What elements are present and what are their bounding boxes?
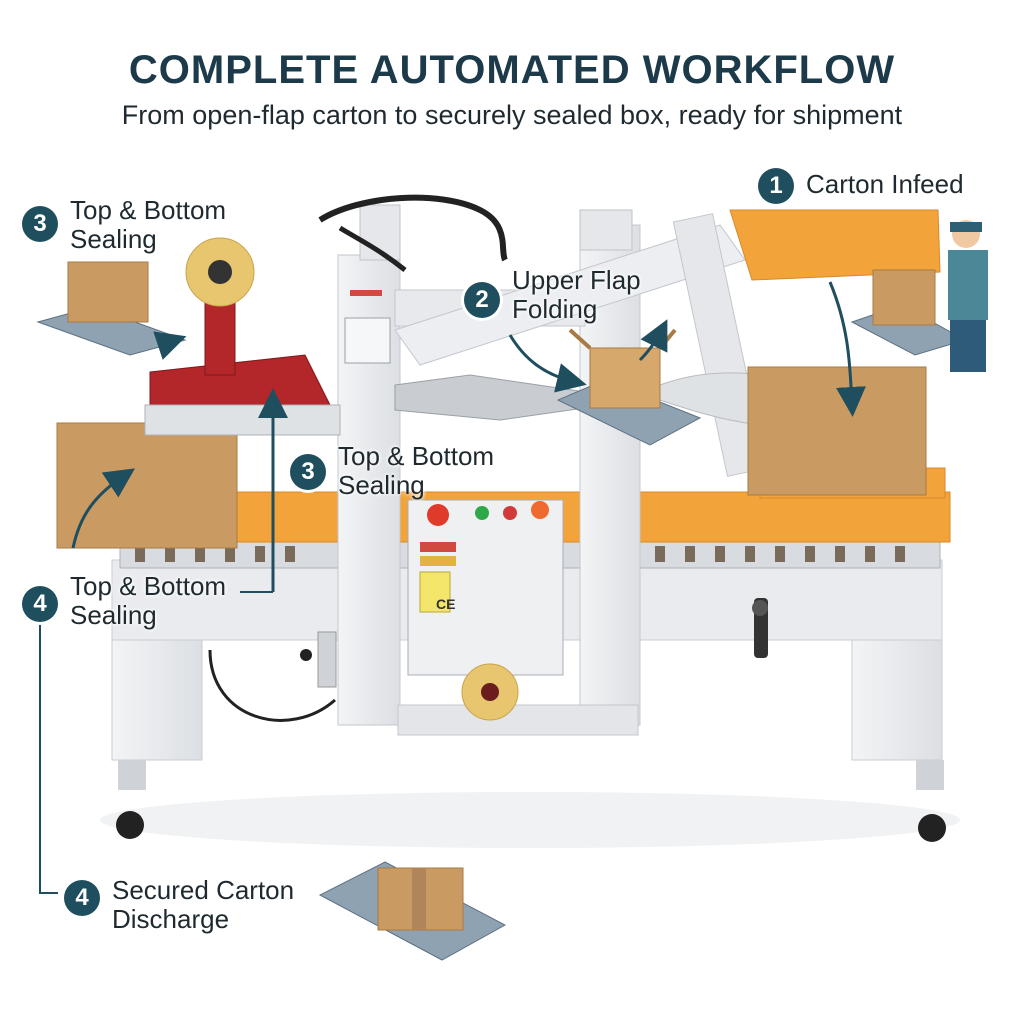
- incoming-carton: [747, 366, 927, 496]
- floor-shadow: [100, 792, 960, 848]
- step-label: Carton Infeed: [806, 169, 964, 199]
- step-number-badge: 3: [290, 454, 326, 490]
- height-crank: [752, 598, 768, 658]
- step-upper-flap-folding: 2 Upper Flap Folding: [464, 266, 662, 324]
- page-title: COMPLETE AUTOMATED WORKFLOW: [128, 48, 896, 92]
- step-label: Top & Bottom Sealing: [70, 571, 227, 630]
- page-subtitle: From open-flap carton to securely sealed…: [121, 100, 903, 130]
- step-top-bottom-sealing-lower: 4 Top & Bottom Sealing: [22, 572, 260, 630]
- step-label: Upper Flap Folding: [512, 265, 641, 324]
- step-number-badge: 4: [22, 586, 58, 622]
- ce-mark: CE: [436, 596, 456, 612]
- caster-wheel: [116, 811, 144, 839]
- caster-wheel: [918, 814, 946, 842]
- control-box: [407, 499, 564, 721]
- step-number-badge: 4: [64, 880, 100, 916]
- vignette-discharge: [318, 861, 507, 961]
- emergency-stop-button: [427, 504, 449, 526]
- step-top-bottom-sealing-center: 3 Top & Bottom Sealing: [290, 442, 528, 500]
- exiting-carton: [56, 422, 238, 549]
- step-connector-line: [39, 620, 58, 894]
- step-number-badge: 3: [22, 206, 58, 242]
- step-secured-carton-discharge: 4 Secured Carton Discharge: [64, 876, 312, 934]
- upper-frame: [318, 194, 768, 736]
- operator-figure: [948, 250, 988, 320]
- step-label: Top & Bottom Sealing: [70, 195, 227, 254]
- step-number-badge: 2: [464, 282, 500, 318]
- flow-arrows: [71, 281, 866, 592]
- vignette-top-left: [36, 261, 187, 356]
- vignette-infeed: [850, 220, 988, 372]
- infeed-chute: [729, 209, 941, 281]
- step-top-bottom-sealing-left: 3 Top & Bottom Sealing: [22, 196, 260, 254]
- green-start-button: [475, 506, 489, 520]
- orange-reset-button: [531, 501, 549, 519]
- step-carton-infeed: 1 Carton Infeed: [758, 166, 964, 204]
- step-label: Secured Carton Discharge: [112, 875, 295, 934]
- step-label: Top & Bottom Sealing: [338, 441, 495, 500]
- air-regulator: [208, 631, 337, 722]
- step-number-badge: 1: [758, 168, 794, 204]
- red-stop-button: [503, 506, 517, 520]
